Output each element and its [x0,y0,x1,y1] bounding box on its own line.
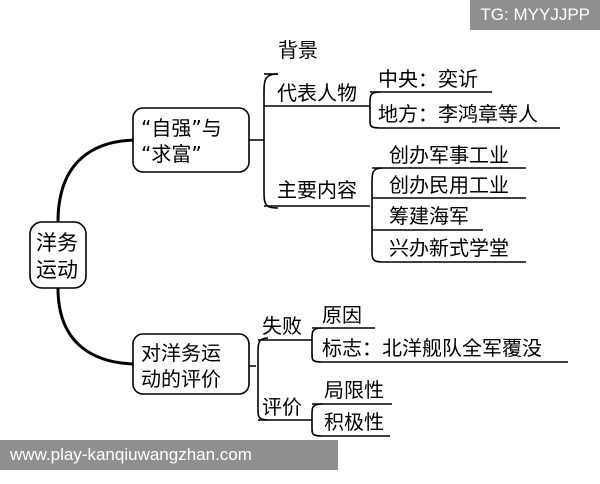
representatives-bracket [369,91,560,129]
top-branch-line1: “自强”与 [141,116,222,140]
evaluation-limitation: 局限性 [324,378,384,402]
content-item-schools: 兴办新式学堂 [389,236,509,260]
representative-central: 中央：奕䜣 [378,67,478,91]
content-item-military-industry: 创办军事工业 [389,143,509,167]
root-to-top-arc [56,138,139,223]
bottom-branch-box [132,333,250,395]
evaluation-label: 评价 [262,395,302,419]
top-branch-line2: “求富” [141,142,202,166]
evaluation-positive: 积极性 [324,410,384,434]
content-item-navy: 筹建海军 [389,204,469,228]
watermark-bottom: www.play-kanqiuwangzhan.com [0,440,338,470]
content-label: 主要内容 [277,178,357,202]
top-branch-bracket [249,73,279,209]
representatives-label: 代表人物 [277,81,357,105]
content-bracket [371,167,383,263]
root-node-line1: 洋务 [36,231,78,255]
bottom-branch-line2: 动的评价 [141,367,221,391]
bottom-branch-line1: 对洋务运 [141,341,221,365]
background-label: 背景 [278,38,318,62]
content-item-civil-industry: 创办民用工业 [389,173,509,197]
failure-bracket [311,327,568,363]
failure-sign: 标志：北洋舰队全军覆没 [322,336,542,360]
failure-reason: 原因 [322,303,362,327]
root-node-box [29,221,87,289]
root-to-bottom-arc [56,287,139,366]
failure-label: 失败 [262,314,302,338]
evaluation-bracket [311,403,390,437]
watermark-top: TG: MYYJJPP [470,0,600,30]
representative-local: 地方：李鸿章等人 [378,102,538,126]
root-node-line2: 运动 [36,258,78,282]
